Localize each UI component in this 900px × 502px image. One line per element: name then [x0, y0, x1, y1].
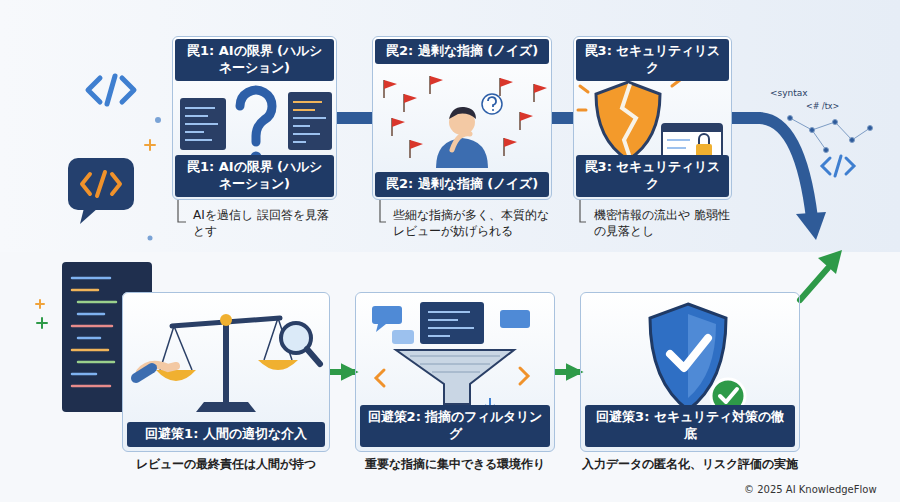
trap-panel: 罠1: AIの限界 (ハルシネーション) 罠1: AIの限界 (ハルシネーション)… [172, 36, 337, 200]
panel-heading: 罠2: 過剰な指摘 (ノイズ) [375, 172, 549, 197]
solution-caption: 入力データの匿名化、リスク評価の実施 [567, 456, 813, 472]
solution-caption: レビューの最終責任は人間が持つ [109, 456, 343, 472]
panel-spacer [574, 81, 731, 155]
solution-panel: 回避策3: セキュリティ対策の徹底入力データの匿名化、リスク評価の実施 [580, 292, 800, 452]
solution-label: 回避策3: セキュリティ対策の徹底 [585, 405, 795, 447]
panel-heading: 罠1: AIの限界 (ハルシネーション) [175, 155, 334, 197]
panel-heading: 罠1: AIの限界 (ハルシネーション) [175, 39, 334, 81]
flow-band [337, 112, 372, 124]
panel-spacer [373, 64, 551, 172]
flow-arrow [330, 369, 355, 375]
panel-heading: 罠2: 過剰な指摘 (ノイズ) [375, 39, 549, 64]
panel-caption: AIを過信し 誤回答を見落とす [193, 207, 333, 239]
solution-panel: 回避策2: 指摘のフィルタリング重要な指摘に集中できる環境作り [355, 292, 555, 452]
trap-panel: 罠3: セキュリティリスク罠3: セキュリティリスク機密情報の流出や 脆弱性の見… [573, 36, 732, 200]
panel-heading: 罠3: セキュリティリスク [576, 155, 729, 197]
solution-panel: 回避策1: 人間の適切な介入レビューの最終責任は人間が持つ [122, 292, 330, 452]
panel-caption: 機密情報の流出や 脆弱性の見落とし [594, 207, 734, 239]
panel-spacer [581, 293, 799, 405]
copyright-note: © 2025 AI KnowledgeFlow [744, 484, 877, 495]
trap-panel: 罠2: 過剰な指摘 (ノイズ)罠2: 過剰な指摘 (ノイズ)些細な指摘が多く、本… [372, 36, 552, 200]
solution-label: 回避策2: 指摘のフィルタリング [360, 405, 550, 447]
panel-spacer [173, 81, 336, 155]
solution-caption: 重要な指摘に集中できる環境作り [342, 456, 568, 472]
code-tag-text: <# /tx> [806, 102, 839, 111]
panel-caption: 些細な指摘が多く、本質的な レビューが妨げられる [393, 207, 553, 239]
flow-arrow [555, 369, 580, 375]
panel-spacer [356, 293, 554, 405]
flow-band [552, 112, 573, 124]
panel-spacer [123, 293, 329, 422]
panel-heading: 罠3: セキュリティリスク [576, 39, 729, 81]
solution-label: 回避策1: 人間の適切な介入 [127, 422, 325, 447]
code-tag-text: <syntax [770, 88, 808, 98]
